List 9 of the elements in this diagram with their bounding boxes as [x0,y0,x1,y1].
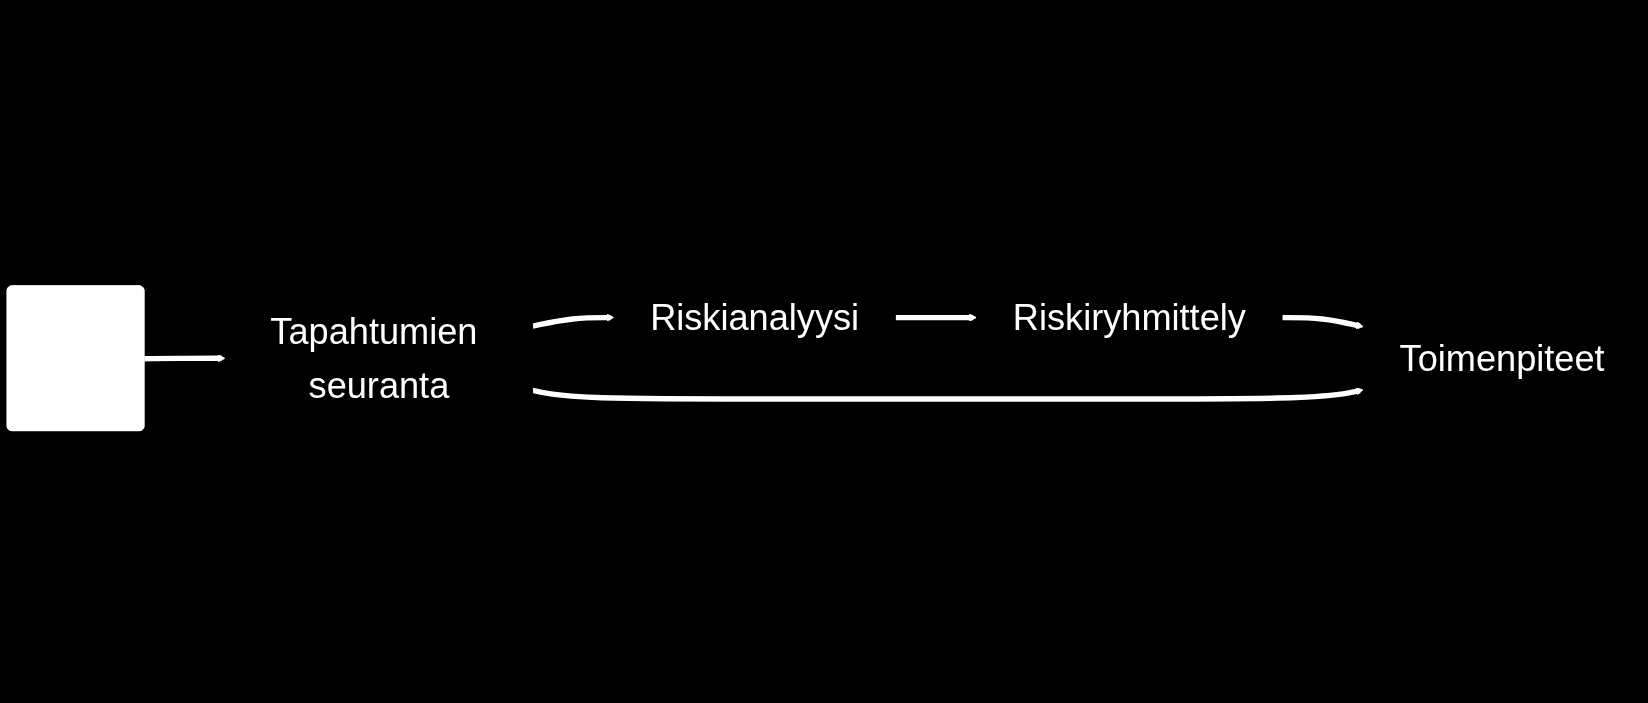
arrow [532,313,615,329]
arrow [532,387,1364,402]
node-text: Riskianalyysi [650,297,860,338]
arrow [895,313,977,322]
arrow [1282,314,1364,330]
node-text: Tapahtumien seuranta [270,311,478,406]
node-text: Toimenpiteet [1399,338,1605,379]
arrow [144,354,226,363]
node-text: Riskiryhmittely [1012,297,1246,338]
